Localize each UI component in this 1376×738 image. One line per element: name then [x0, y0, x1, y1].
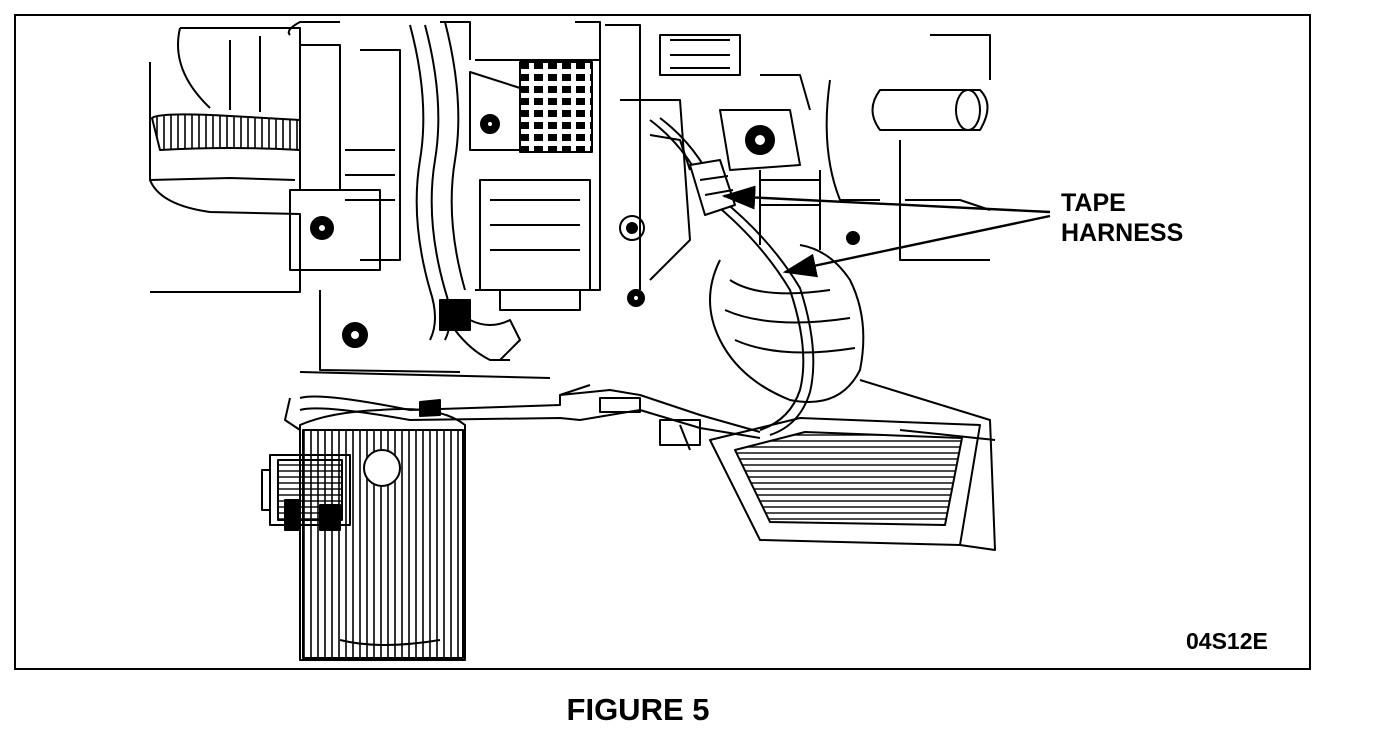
callout-arrow-lower [782, 214, 1051, 278]
steering-shaft [605, 24, 991, 307]
callout-arrow-upper [721, 185, 1051, 214]
ignition-connector [659, 34, 811, 171]
column-boot [709, 170, 865, 403]
column-bracket [287, 21, 551, 379]
callout-line-2: HARNESS [1061, 219, 1184, 247]
callout-arrows [721, 185, 1051, 278]
knee-bolster [149, 27, 301, 293]
accelerator-pedal [299, 408, 466, 661]
figure-id: 04S12E [1186, 628, 1268, 654]
wire-bundle-left [409, 21, 521, 361]
pedal-connector [261, 384, 761, 531]
column-module [440, 21, 601, 311]
tape-harness-callout: TAPE HARNESS [1061, 188, 1183, 248]
figure-caption: FIGURE 5 [0, 692, 1376, 728]
callout-line-1: TAPE [1061, 189, 1126, 217]
brake-pedal [709, 379, 996, 551]
figure-caption-text: FIGURE 5 [566, 692, 710, 727]
